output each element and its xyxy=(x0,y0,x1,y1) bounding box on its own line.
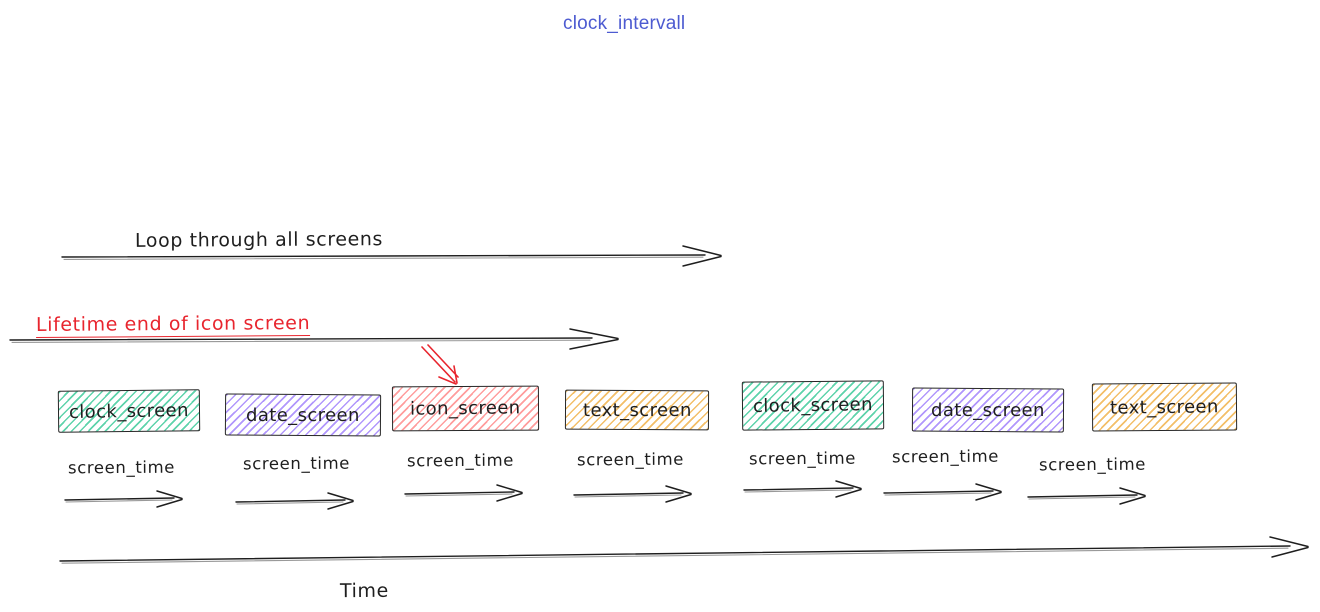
screen-time-label-1: screen_time xyxy=(67,457,176,478)
screen-time-label-3: screen_time xyxy=(406,450,515,471)
screen-box-label: date_screen xyxy=(931,399,1045,421)
screen-time-arrow-4 xyxy=(573,485,692,503)
screen-box-label: clock_screen xyxy=(68,399,190,423)
screen-time-arrow-2 xyxy=(235,492,354,510)
screen-box-date-2: date_screen xyxy=(911,387,1065,433)
screen-box-text-2: text_screen xyxy=(1091,382,1238,432)
screen-box-label: date_screen xyxy=(246,404,360,426)
time-axis-label: Time xyxy=(339,579,389,603)
loop-arrow xyxy=(61,245,722,267)
screen-box-icon: icon_screen xyxy=(391,385,540,432)
screen-time-arrow-3 xyxy=(404,484,523,502)
screen-time-arrow-5 xyxy=(743,480,862,498)
screen-time-label-2: screen_time xyxy=(242,453,351,474)
screen-time-label-6: screen_time xyxy=(891,446,1000,467)
screen-time-arrow-6 xyxy=(883,483,1002,501)
screen-box-label: text_screen xyxy=(1109,395,1220,419)
screen-box-label: clock_screen xyxy=(752,394,874,417)
icon-screen-pointer-arrow xyxy=(421,344,459,385)
screen-box-label: text_screen xyxy=(582,399,692,421)
time-axis-arrow xyxy=(59,536,1309,564)
screen-time-label-7: screen_time xyxy=(1038,454,1147,475)
screen-box-label: icon_screen xyxy=(410,397,521,420)
diagram-title: clock_intervall xyxy=(563,13,686,34)
screen-box-clock-2: clock_screen xyxy=(741,380,885,431)
lifetime-arrow xyxy=(9,328,619,350)
screen-time-label-5: screen_time xyxy=(748,448,857,469)
screen-time-label-4: screen_time xyxy=(576,449,685,470)
screen-time-arrow-1 xyxy=(64,490,183,508)
screen-box-text-1: text_screen xyxy=(564,389,710,431)
screen-time-arrow-7 xyxy=(1027,487,1146,505)
screen-box-clock-1: clock_screen xyxy=(57,389,201,433)
screen-box-date-1: date_screen xyxy=(224,393,382,437)
